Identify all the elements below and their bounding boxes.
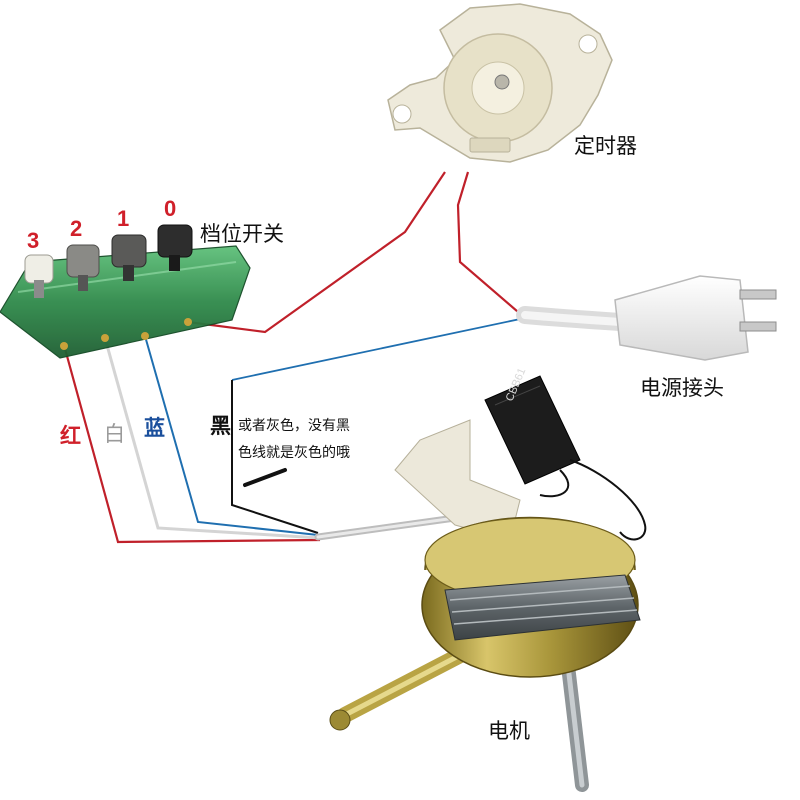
note-line-1: 或者灰色，没有黑 xyxy=(238,418,350,434)
switch-device xyxy=(0,224,251,359)
timer-device xyxy=(387,3,613,163)
switch-button-2 xyxy=(66,244,100,291)
wire-label-blue: 蓝 xyxy=(144,416,165,440)
note-line-2: 色线就是灰色的哦 xyxy=(238,445,350,461)
wire-red-motor xyxy=(62,344,321,544)
switch-position-3: 3 xyxy=(27,228,40,253)
wire-label-red: 红 xyxy=(60,424,81,448)
switch-button-0 xyxy=(157,224,193,271)
wire-black-motor xyxy=(231,380,319,534)
plug-label: 电源接头 xyxy=(640,376,724,400)
switch-position-1: 1 xyxy=(117,206,130,231)
wire-label-black: 黑 xyxy=(210,414,231,438)
switch-position-0: 0 xyxy=(164,196,177,221)
plug-device xyxy=(516,275,777,361)
switch-position-2: 2 xyxy=(70,216,83,241)
capacitor xyxy=(484,375,647,541)
wire-white-motor xyxy=(103,337,321,540)
switch-button-1 xyxy=(111,234,147,281)
switch-button-3 xyxy=(24,254,54,298)
wire-blue-plug xyxy=(231,317,526,381)
motor-lead-bundle xyxy=(314,514,459,541)
wire-blue-motor xyxy=(144,335,319,536)
switch-label: 档位开关 xyxy=(200,222,284,246)
motor-device xyxy=(329,375,647,792)
wire-red-timer-switch xyxy=(187,171,446,334)
motor-label: 电机 xyxy=(488,719,530,743)
timer-label: 定时器 xyxy=(574,134,637,158)
hand-stroke xyxy=(243,468,287,487)
wire-red-timer-plug xyxy=(456,171,526,319)
wire-label-white: 白 xyxy=(104,422,125,446)
